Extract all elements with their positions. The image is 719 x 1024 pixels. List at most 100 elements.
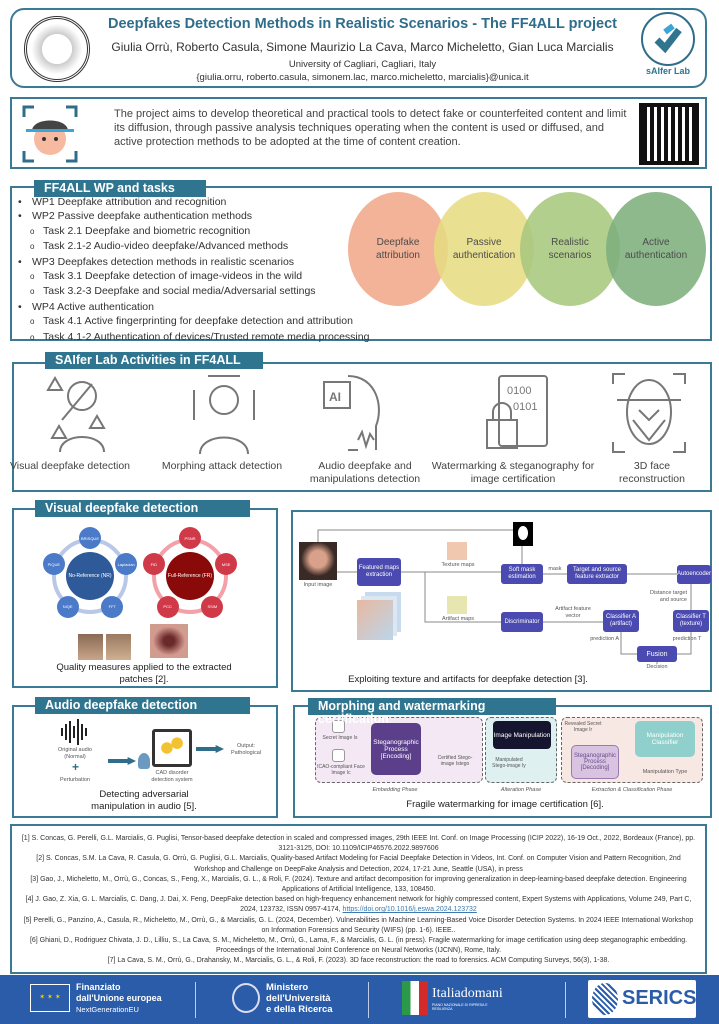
- wp-item: Task 2.1 Deepfake and biometric recognit…: [18, 224, 369, 239]
- watermark-title: Morphing and watermarking certification: [308, 698, 556, 726]
- venn-label: Passive authentication: [452, 237, 516, 261]
- italiadomani-sub: PIANO NAZIONALE DI RIPRESA E RESILIENZA: [432, 1003, 488, 1011]
- wp-item-text: Task 4.1-2 Authentication of devices/Tru…: [43, 330, 370, 343]
- activity-label: Morphing attack detection: [161, 460, 283, 472]
- classifier-a-node: Classifier A (artifact): [603, 610, 639, 632]
- intro-box: The project aims to develop theoretical …: [10, 97, 707, 169]
- eu-line-3: NextGenerationEU: [76, 1005, 139, 1014]
- face-scan-icon: [20, 103, 80, 165]
- svg-text:0101: 0101: [513, 401, 537, 413]
- header: Deepfakes Detection Methods in Realistic…: [10, 8, 707, 88]
- affiliation: University of Cagliari, Cagliari, Italy: [288, 59, 437, 70]
- arrow-icon: [108, 757, 136, 765]
- autoencoder-node: Autoencoder: [677, 565, 711, 584]
- eu-flag-icon: ✶ ✶ ✶: [30, 984, 70, 1012]
- measure-node: PIQUE: [42, 553, 65, 576]
- manipulation-type-label: Manipulation Type: [642, 769, 688, 775]
- poster-title: Deepfakes Detection Methods in Realistic…: [108, 16, 617, 32]
- wp-item-text: WP1 Deepfake attribution and recognition: [32, 196, 227, 208]
- mur-line-3: e della Ricerca: [266, 1004, 333, 1015]
- output-label: Output: Pathological: [231, 743, 261, 756]
- wp-item-text: Task 3.1 Deepfake detection of image-vid…: [43, 270, 303, 283]
- center-node: Full-Reference (FR): [166, 552, 214, 600]
- phase1-label: Embedding Phase: [372, 787, 418, 793]
- mouth-patch: [150, 624, 188, 658]
- wp-item-text: WP4 Active authentication: [32, 300, 154, 313]
- wp-item: WP3 Deepfakes detection methods in reali…: [18, 255, 369, 269]
- venn-label: Active authentication: [624, 237, 688, 261]
- secret-image-label: Secret Image Is: [322, 735, 358, 741]
- waveform-icon: [61, 719, 87, 745]
- eu-line-1: Finanziato: [76, 982, 121, 992]
- reference-6: [6] Ghiani, D., Rodriguez Chivata, J. D.…: [29, 937, 688, 955]
- morphing-icon: [193, 375, 255, 455]
- reference-1: [1] S. Concas, G. Perelli, G.L. Marciali…: [21, 835, 696, 853]
- wp-item: WP1 Deepfake attribution and recognition: [18, 195, 369, 209]
- certified-label: Certified Stego-image Istego: [437, 755, 473, 767]
- flow-arrows: [317, 529, 692, 664]
- references-section: [1] S. Concas, G. Perelli, G.L. Marciali…: [10, 824, 707, 974]
- measure-node: MSE: [215, 553, 238, 576]
- measure-node: FID: [142, 553, 165, 576]
- fusion-node: Fusion: [637, 646, 677, 662]
- measure-node: FFT: [101, 595, 124, 618]
- wp-item: WP4 Active authentication: [18, 300, 369, 314]
- wp-item-text: Task 4.1 Active fingerprinting for deepf…: [43, 315, 353, 328]
- audio-title: Audio deepfake detection: [35, 697, 250, 714]
- wp-list: WP1 Deepfake attribution and recognition…: [18, 195, 369, 345]
- encoding-node: Steganographic Process [Encoding]: [371, 723, 421, 775]
- target-source-node: Target and source feature extractor: [567, 564, 627, 584]
- wp-item: Task 4.1-2 Authentication of devices/Tru…: [18, 330, 369, 345]
- watermark-caption: Fragile watermarking for image certifica…: [406, 799, 604, 810]
- eu-line-2: dall'Unione europea: [76, 993, 162, 1003]
- soft-mask-node: Soft mask estimation: [501, 564, 543, 584]
- face-3d-icon: [612, 373, 686, 453]
- qr-code[interactable]: [639, 103, 699, 165]
- texture-map: [447, 542, 467, 560]
- face-image-label: ICAO-compliant Face Image Ic: [317, 764, 365, 776]
- svg-text:0100: 0100: [507, 385, 531, 397]
- reference-2: [2] S. Concas, S.M. La Cava, R. Casula, …: [36, 855, 681, 873]
- wp-item-text: WP2 Passive deepfake authentication meth…: [32, 210, 253, 223]
- input-image: [299, 542, 337, 580]
- prediction-a-label: prediction A: [590, 636, 619, 642]
- discriminator-node: Discriminator: [501, 612, 543, 632]
- revealed-label: Revealed Secret Image Ir: [564, 721, 602, 733]
- mur-emblem-icon: [232, 983, 260, 1013]
- texture-caption: Exploiting texture and artifacts for dee…: [348, 674, 588, 685]
- reference-4-link[interactable]: https://doi.org/10.1016/j.eswa.2024.1237…: [342, 906, 477, 914]
- measure-node: PCC: [156, 595, 179, 618]
- visual-caption: Quality measures applied to the extracte…: [56, 662, 232, 685]
- mur-line-1: Ministero: [266, 982, 309, 993]
- phase2-label: Alteration Phase: [500, 787, 542, 793]
- measure-node: PSNR: [179, 527, 201, 549]
- italiadomani-label: Italiadomani: [432, 986, 503, 1001]
- texture-maps-label: Texture maps: [441, 562, 475, 568]
- venn-circle: Active authentication: [606, 192, 706, 306]
- visual-deepfake-icon: [46, 376, 106, 453]
- venn-circle: Deepfake attribution: [348, 192, 448, 306]
- audio-section: Original audio (Normal) + Perturbation C…: [12, 705, 278, 818]
- venn-label: Deepfake attribution: [376, 237, 420, 261]
- activities-section: [12, 362, 712, 492]
- decision-label: Decision: [646, 664, 668, 670]
- doctor-icon: [138, 753, 150, 769]
- cad-label: CAD disorder detection system: [151, 770, 193, 783]
- manipulation-node: Image Manipulation: [493, 721, 551, 749]
- classifier-t-node: Classifier T (texture): [673, 610, 709, 632]
- audio-ai-icon: AI: [323, 375, 380, 451]
- computer-gear-icon: [152, 729, 192, 767]
- university-seal: [24, 16, 90, 82]
- mur-line-2: dell'Università: [266, 993, 331, 1004]
- activity-label: Watermarking & steganography for image c…: [431, 460, 595, 485]
- wp-item-text: Task 3.2-3 Deepfake and social media/Adv…: [43, 285, 316, 298]
- original-audio-label: Original audio (Normal): [58, 747, 92, 760]
- reference-4-text: [4] J. Gao, Z. Xia, G. L. Marcialis, C. …: [25, 896, 692, 914]
- measure-node: BRISQUE: [79, 527, 101, 549]
- wp-item: Task 2.1-2 Audio-video deepfake/Advanced…: [18, 239, 369, 254]
- activity-label: 3D face reconstruction: [619, 460, 685, 485]
- svg-text:AI: AI: [329, 390, 341, 404]
- artifact-maps-label: Artifact maps: [441, 616, 475, 622]
